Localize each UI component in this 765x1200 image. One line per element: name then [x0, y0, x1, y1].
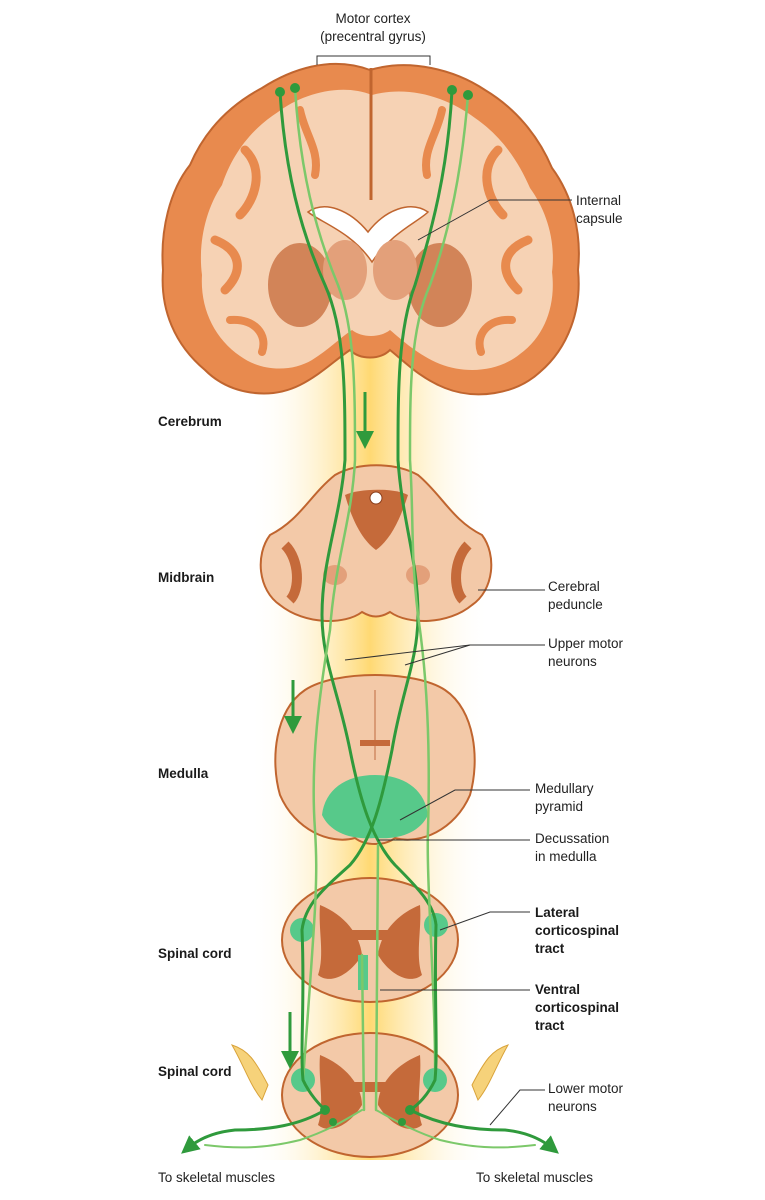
- label-ventral-tract-2: corticospinal: [535, 1000, 619, 1015]
- medulla-section: [274, 674, 476, 845]
- label-ventral-tract-3: tract: [535, 1018, 565, 1033]
- label-medullary-pyramid: Medullary: [535, 781, 594, 796]
- label-decussation: Decussation: [535, 831, 609, 846]
- label-internal-capsule-2: capsule: [576, 211, 623, 226]
- midbrain-section: [259, 464, 493, 622]
- label-medulla: Medulla: [158, 766, 209, 781]
- label-lateral-tract-2: corticospinal: [535, 923, 619, 938]
- label-medullary-pyramid-2: pyramid: [535, 799, 583, 814]
- direction-arrows: [281, 392, 374, 1069]
- neuron-cell-bodies: [275, 83, 473, 1126]
- label-to-muscles-left: To skeletal muscles: [158, 1170, 275, 1185]
- label-upper-motor-neurons-2: neurons: [548, 654, 597, 669]
- label-cerebral-peduncle: Cerebral: [548, 579, 600, 594]
- label-cerebrum: Cerebrum: [158, 414, 222, 429]
- label-internal-capsule: Internal: [576, 193, 621, 208]
- label-lower-motor-neurons: Lower motor: [548, 1081, 624, 1096]
- label-motor-cortex: Motor cortex: [335, 11, 410, 26]
- label-lateral-tract: Lateral: [535, 905, 579, 920]
- label-ventral-tract: Ventral: [535, 982, 580, 997]
- label-lower-motor-neurons-2: neurons: [548, 1099, 597, 1114]
- upper-motor-neuron-pathways: [181, 86, 559, 1154]
- label-cerebral-peduncle-2: peduncle: [548, 597, 603, 612]
- leader-lines: [316, 55, 572, 1126]
- spinal-cord-lower-section: [230, 1032, 510, 1158]
- label-motor-cortex-sub: (precentral gyrus): [320, 29, 426, 44]
- label-to-muscles-right: To skeletal muscles: [476, 1170, 593, 1185]
- lateral-ventricle: [306, 206, 430, 264]
- label-upper-motor-neurons: Upper motor: [548, 636, 624, 651]
- label-spinal-cord-upper: Spinal cord: [158, 946, 232, 961]
- label-lateral-tract-3: tract: [535, 941, 565, 956]
- cerebrum-section: [161, 62, 580, 396]
- label-midbrain: Midbrain: [158, 570, 214, 585]
- labels: Motor cortex (precentral gyrus) Internal…: [158, 11, 624, 1185]
- spinal-cord-upper-section: [281, 877, 459, 1003]
- label-decussation-2: in medulla: [535, 849, 597, 864]
- medullary-pyramid: [322, 775, 428, 839]
- label-spinal-cord-lower: Spinal cord: [158, 1064, 232, 1079]
